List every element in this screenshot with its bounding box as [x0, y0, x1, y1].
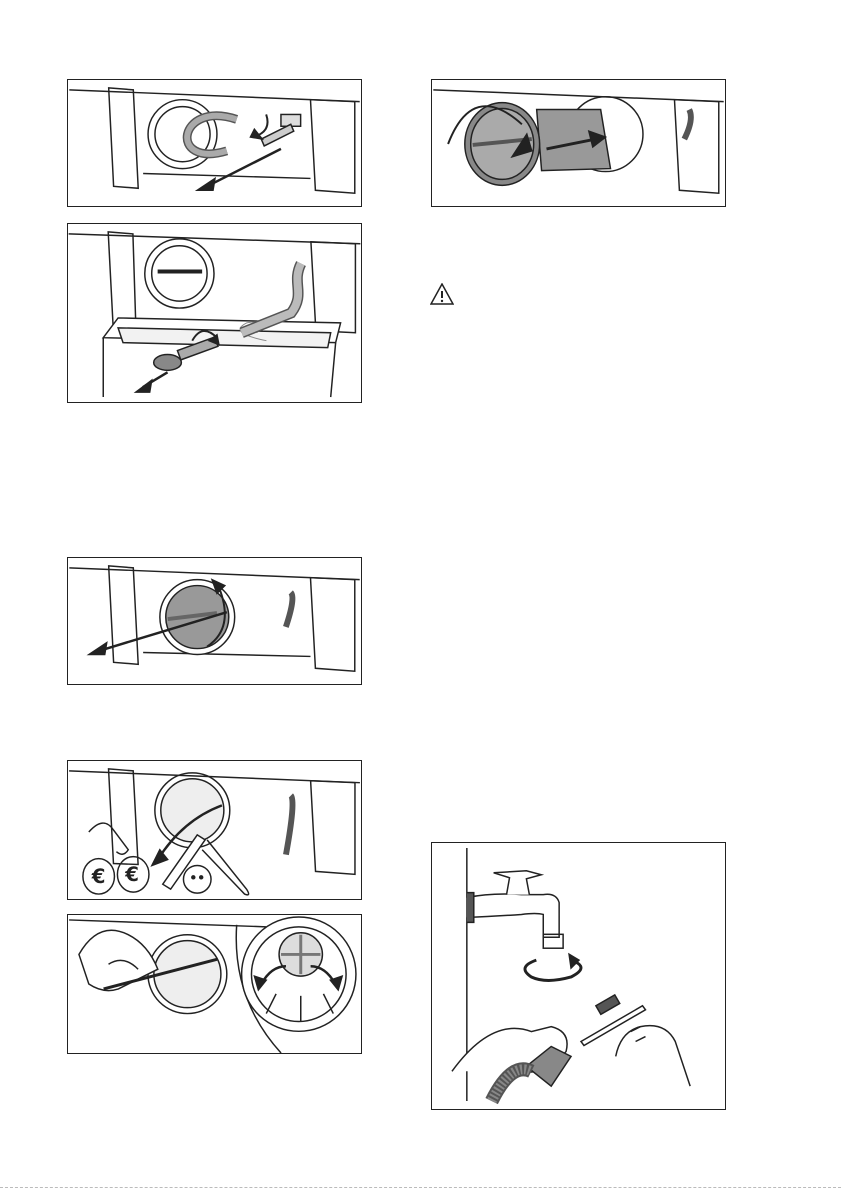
figure-filter-unscrew [67, 557, 362, 685]
warning-triangle-icon [430, 283, 454, 305]
euro-symbol-2: € [124, 863, 139, 886]
figure-foreign-objects: € € [67, 760, 362, 900]
figure-filter-reinsert [431, 79, 726, 207]
figure-impeller-check [67, 914, 362, 1054]
figure-drain-into-container [67, 223, 362, 403]
page-bottom-rule [0, 1187, 841, 1188]
figure-inlet-hose-clean [431, 842, 726, 1110]
euro-symbol-1: € [91, 865, 106, 888]
figure-drain-hose-release [67, 79, 362, 207]
